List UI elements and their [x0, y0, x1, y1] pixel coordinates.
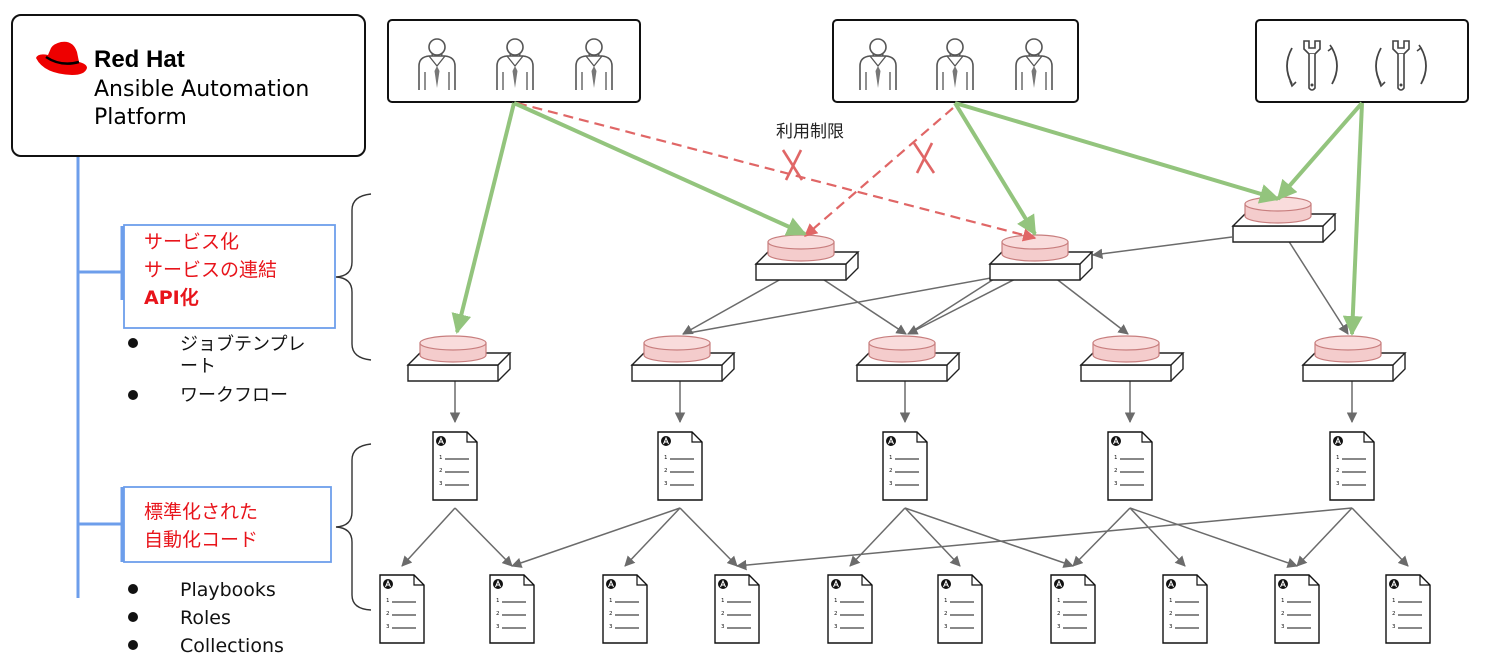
connector-arrow	[454, 507, 513, 567]
restricted-access-arrows	[516, 101, 1037, 242]
playbook-document-icon	[432, 431, 478, 501]
allowed-arrow	[451, 102, 516, 334]
code-layer-brace	[335, 443, 372, 611]
deny-x-mark	[781, 149, 804, 181]
playbook-document-icon	[882, 431, 928, 501]
playbook-document-icon	[1329, 431, 1375, 501]
role-document-icon	[1050, 574, 1096, 644]
connector-arrow	[904, 507, 1074, 568]
connector-arrow	[1072, 507, 1131, 567]
bullet-job-template-line2: ート	[180, 356, 216, 377]
connector-arrow	[1351, 507, 1409, 567]
role-document-icon	[1162, 574, 1208, 644]
role-document-icon	[489, 574, 535, 644]
bullet-dot	[128, 390, 138, 400]
bullet-playbooks: Playbooks	[180, 579, 276, 601]
allowed-arrow	[1342, 102, 1364, 336]
bullet-dot	[128, 338, 138, 348]
connector-arrow	[682, 273, 791, 335]
service-label-line1: サービス化	[144, 231, 239, 253]
code-bullet-list: Playbooks Roles Collections	[128, 579, 284, 657]
product-name-line1: Ansible Automation	[94, 77, 309, 102]
service-label-line2: サービスの連結	[144, 259, 277, 281]
connector-arrow	[511, 507, 681, 568]
restricted-arrow	[516, 101, 1037, 242]
service-node-lower	[1080, 335, 1184, 382]
service-layer-brace	[335, 193, 372, 361]
brand-name: Red Hat	[94, 46, 185, 73]
connector-arrow	[1049, 273, 1129, 335]
code-layer-label: 標準化された 自動化コード	[123, 486, 332, 563]
service-bullet-list: ジョブテンプレ ート ワークフロー	[128, 333, 305, 406]
connector-arrow	[624, 507, 681, 567]
connector-arrow	[679, 507, 738, 567]
service-node-upper	[755, 234, 859, 281]
connector-arrow	[1091, 236, 1233, 259]
playbook-document-icon	[657, 431, 703, 501]
role-document-icon	[1385, 574, 1431, 644]
product-logo-card: Red Hat Ansible Automation Platform	[11, 14, 366, 157]
allowed-access-arrows	[451, 101, 1364, 336]
service-node-lower	[407, 335, 511, 382]
connector-arrow	[907, 271, 1006, 335]
bullet-dot	[128, 584, 138, 594]
connector-arrow	[1129, 507, 1298, 568]
bullet-collections: Collections	[180, 635, 284, 657]
service-node-lower	[631, 335, 735, 382]
left-legend-frame	[76, 155, 124, 598]
connector-arrow	[1287, 239, 1349, 335]
connector-arrow	[735, 507, 1353, 571]
bullet-roles: Roles	[180, 607, 231, 629]
allowed-arrow	[513, 101, 807, 236]
connector-arrow	[1296, 507, 1353, 567]
role-document-icon	[827, 574, 873, 644]
restriction-label: 利用制限	[776, 122, 844, 142]
bullet-dot	[128, 640, 138, 650]
connector-arrow	[904, 507, 961, 567]
service-node-upper	[989, 234, 1093, 281]
service-node-lower	[856, 335, 960, 382]
playbook-document-icon	[1107, 431, 1153, 501]
service-label-line3: API化	[144, 286, 199, 309]
code-label-line2: 自動化コード	[144, 529, 258, 551]
user-group-box-2	[832, 19, 1079, 103]
connector-arrow	[849, 507, 906, 567]
deny-x-mark	[912, 142, 936, 174]
role-document-icon	[1274, 574, 1320, 644]
connector-arrow	[1129, 507, 1186, 567]
user-group-box-1	[387, 19, 641, 103]
service-node-upper	[1232, 196, 1336, 243]
connector-arrow	[814, 273, 907, 335]
allowed-arrow	[1276, 101, 1364, 201]
role-document-icon	[379, 574, 425, 644]
restricted-arrow	[804, 107, 954, 237]
gray-connectors	[401, 236, 1409, 571]
allowed-arrow	[954, 101, 1280, 204]
product-name-line2: Platform	[94, 105, 187, 130]
service-node-lower	[1302, 335, 1406, 382]
code-label-line1: 標準化された	[144, 501, 258, 523]
connector-arrow	[682, 269, 1036, 335]
role-document-icon	[937, 574, 983, 644]
bullet-job-template-line1: ジョブテンプレ	[180, 333, 305, 355]
role-document-icon	[714, 574, 760, 644]
bullet-workflow: ワークフロー	[180, 385, 288, 406]
red-hat-fedora-icon	[36, 41, 87, 75]
connector-arrow	[401, 507, 456, 567]
allowed-arrow	[953, 101, 1037, 236]
bullet-dot	[128, 612, 138, 622]
connector-arrow	[907, 273, 1026, 335]
tool-box	[1255, 19, 1469, 103]
role-document-icon	[602, 574, 648, 644]
service-layer-label: サービス化 サービスの連結 API化	[123, 224, 336, 329]
